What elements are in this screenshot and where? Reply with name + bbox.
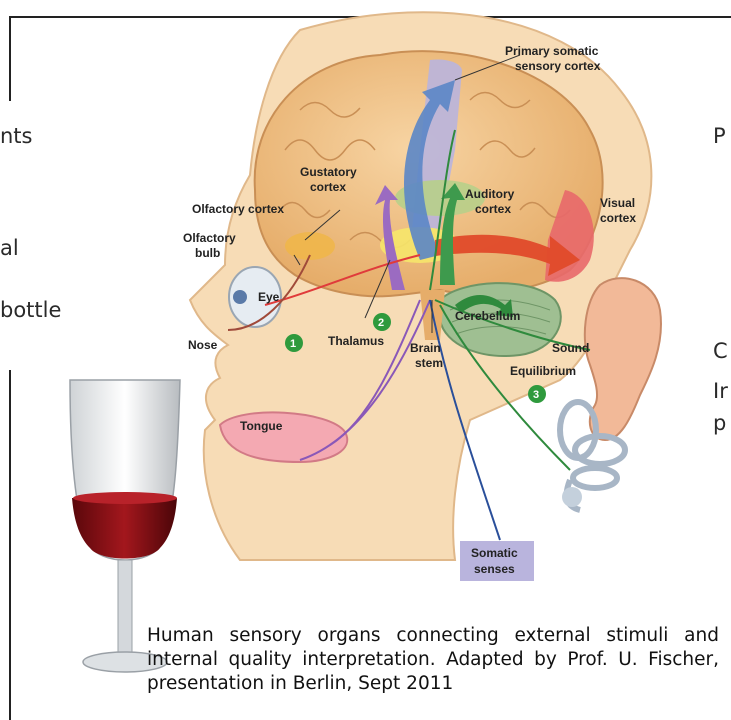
label-somatic-1: Somatic [471, 546, 518, 560]
wine-glass-stem [118, 560, 132, 655]
label-olfactory-cortex: Olfactory cortex [192, 202, 284, 216]
label-somatic-2: senses [474, 562, 515, 576]
label-tongue: Tongue [240, 419, 283, 433]
label-thalamus: Thalamus [328, 334, 384, 348]
cochlea-shape [562, 487, 582, 507]
label-olfactory-bulb-1: Olfactory [183, 231, 236, 245]
label-olfactory-bulb-2: bulb [195, 246, 220, 260]
badge-1-number: 1 [290, 338, 296, 350]
label-primary-somatic-2: sensory cortex [515, 59, 601, 73]
iris [233, 290, 247, 304]
label-auditory-1: Auditory [465, 187, 515, 201]
label-brain-stem-1: Brain [410, 341, 441, 355]
label-brain-stem-2: stem [415, 356, 443, 370]
badge-2-number: 2 [378, 317, 384, 329]
label-gustatory-1: Gustatory [300, 165, 357, 179]
figure-caption: Human sensory organs connecting external… [147, 624, 719, 696]
wine-liquid [72, 498, 177, 559]
label-auditory-2: cortex [475, 202, 511, 216]
label-eye: Eye [258, 290, 280, 304]
label-gustatory-2: cortex [310, 180, 346, 194]
label-cerebellum: Cerebellum [455, 309, 520, 323]
label-equilibrium: Equilibrium [510, 364, 576, 378]
wine-surface [73, 492, 177, 504]
badge-3-number: 3 [533, 389, 539, 401]
label-primary-somatic-1: Primary somatic [505, 44, 599, 58]
label-visual-1: Visual [600, 196, 635, 210]
label-nose: Nose [188, 338, 218, 352]
label-sound: Sound [552, 341, 589, 355]
label-visual-2: cortex [600, 211, 636, 225]
